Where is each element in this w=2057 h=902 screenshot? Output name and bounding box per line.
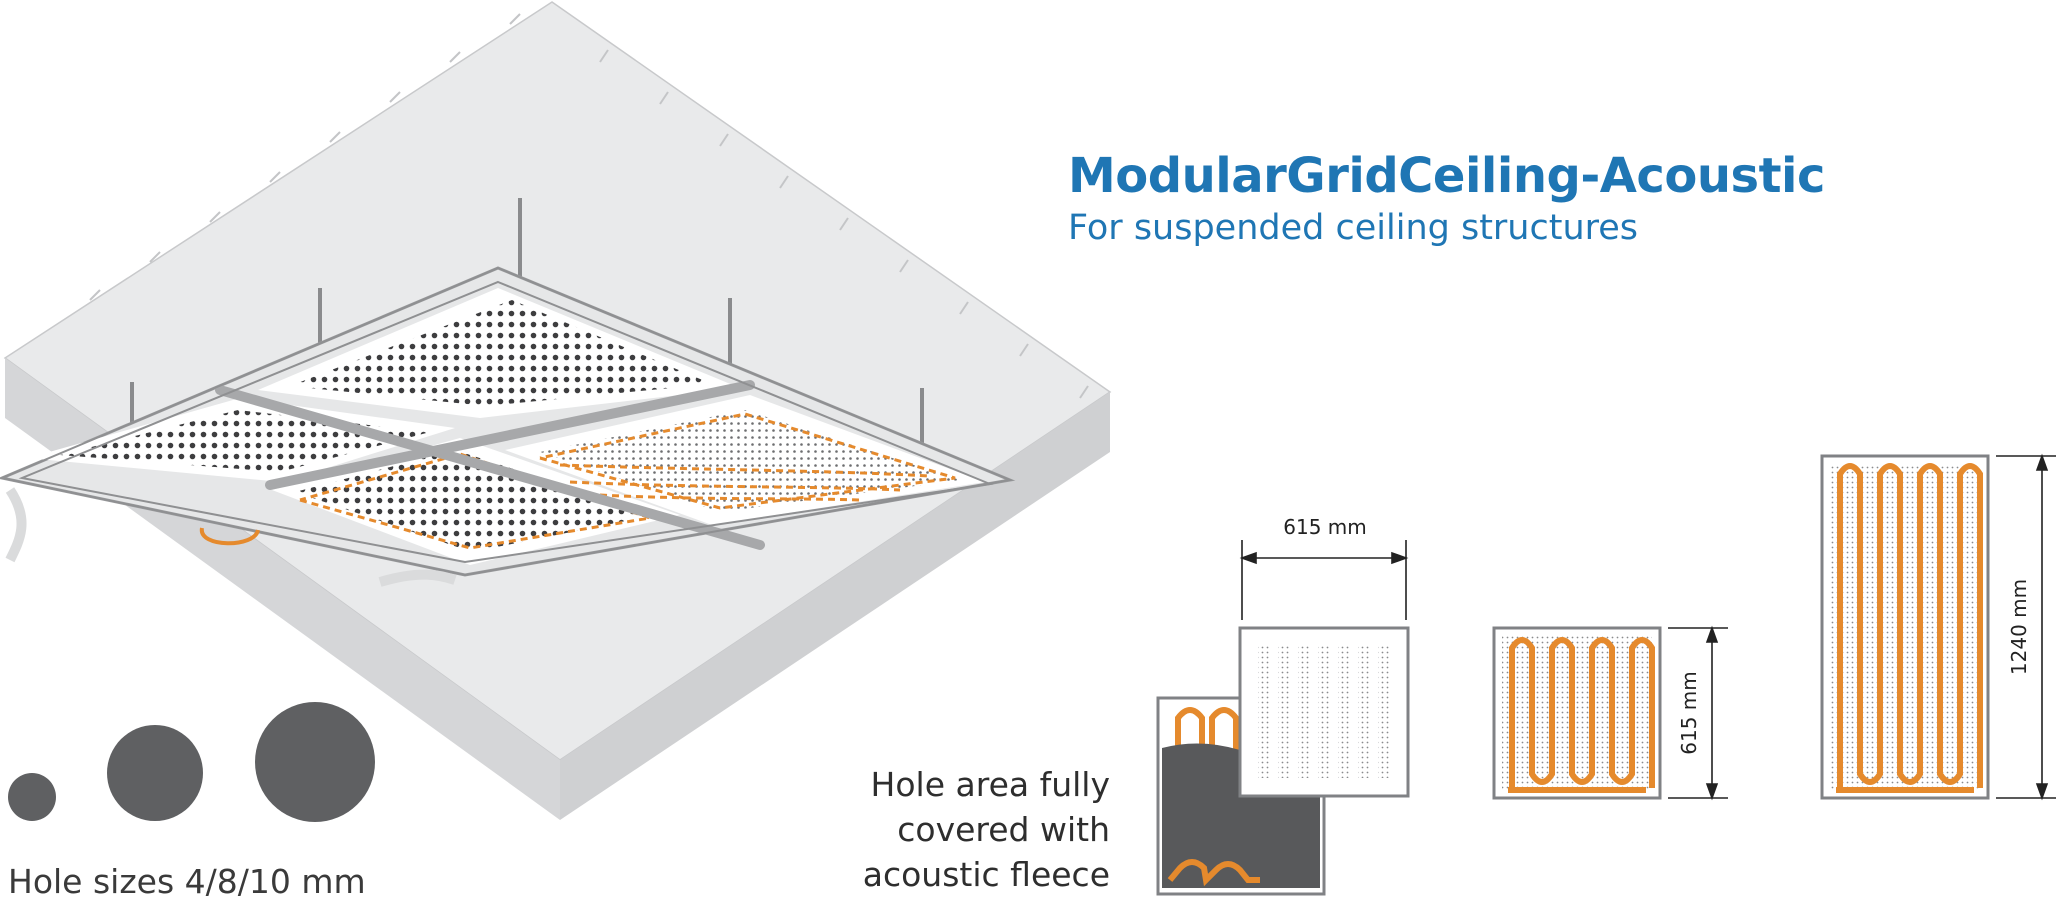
height-label-615: 615 mm (1677, 671, 1701, 755)
hole-8mm (107, 725, 203, 821)
fleece-note-line1: Hole area fully (870, 765, 1110, 804)
page-subtitle: For suspended ceiling structures (1068, 208, 1639, 248)
hole-10mm (255, 702, 375, 822)
ceiling-grid (0, 266, 1016, 587)
fleece-note-line3: acoustic fleece (862, 855, 1110, 894)
hole-sizes-label: Hole sizes 4/8/10 mm (8, 862, 366, 901)
panel-1240-diagram (1820, 454, 1990, 800)
fleece-panel-diagram (1156, 626, 1410, 896)
width-label: 615 mm (1283, 515, 1367, 539)
hole-size-circles (8, 702, 375, 822)
hole-4mm (8, 773, 56, 821)
height-label-1240: 1240 mm (2007, 579, 2031, 675)
dimension-height-615 (1668, 625, 1728, 801)
dimension-width-615 (1239, 540, 1409, 620)
page-title: ModularGridCeiling-Acoustic (1068, 148, 1825, 204)
fleece-note-line2: covered with (897, 810, 1110, 849)
fleece-note: Hole area fully covered with acoustic fl… (760, 762, 1110, 897)
dimension-height-1240 (1996, 453, 2056, 801)
panel-615-diagram (1492, 626, 1662, 800)
